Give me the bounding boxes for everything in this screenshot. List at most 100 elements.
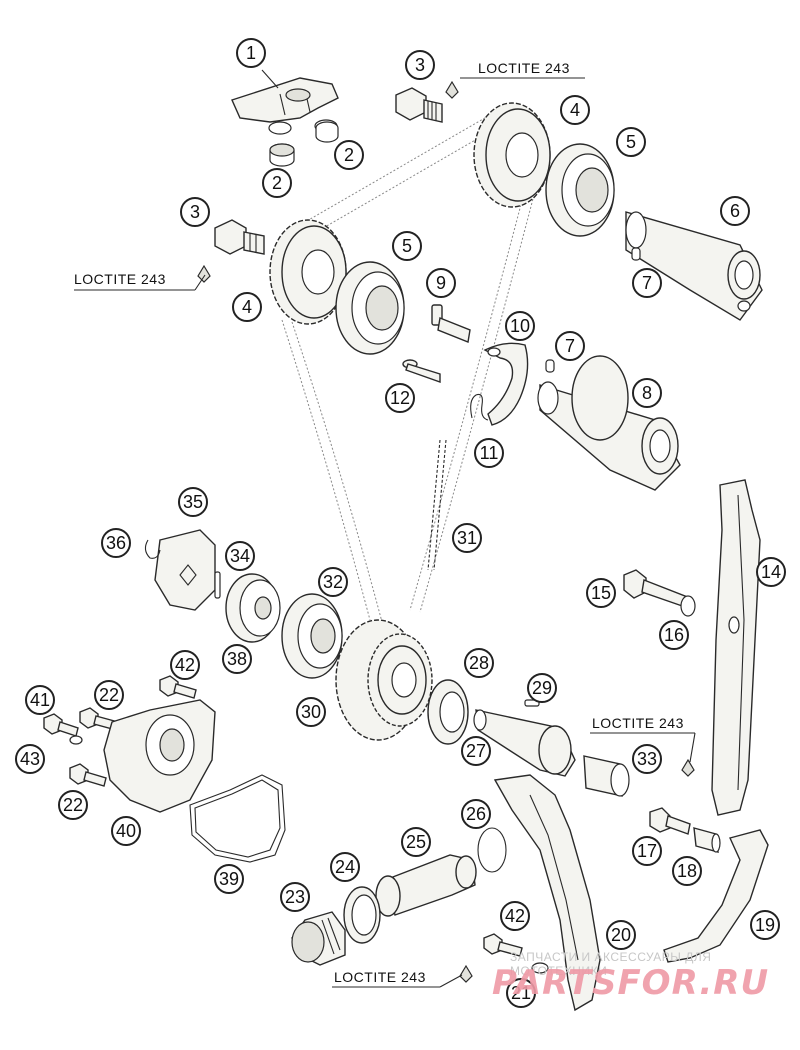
callout-1: 1: [236, 38, 266, 68]
part-25-plug: [375, 854, 477, 917]
part-22-screw-lower: [69, 763, 107, 787]
part-41-screw: [43, 713, 79, 737]
part-24-seal-ring: [343, 886, 381, 944]
callout-41: 41: [25, 685, 55, 715]
part-2-caps: [269, 121, 339, 167]
callout-26: 26: [461, 799, 491, 829]
part-3-bolt-lower: [197, 219, 265, 283]
part-27-shaft: [473, 709, 576, 777]
callout-4: 4: [560, 95, 590, 125]
part-43-washer: [69, 735, 83, 745]
part-16-washer: [680, 595, 696, 617]
callout-30: 30: [296, 697, 326, 727]
callout-23: 23: [280, 882, 310, 912]
part-20-tensioner-guide: [493, 774, 601, 1012]
part-33-needle-bearing: [583, 755, 630, 797]
callout-39: 39: [214, 864, 244, 894]
callout-5: 5: [392, 231, 422, 261]
callout-2: 2: [334, 140, 364, 170]
callout-34: 34: [225, 541, 255, 571]
callout-7: 7: [632, 268, 662, 298]
part-40-pump-cover: [103, 699, 216, 813]
part-1-upper-guide: [231, 69, 339, 135]
part-28-washer: [427, 679, 469, 745]
part-15-bolt: [623, 569, 691, 609]
part-36-circlip: [144, 539, 161, 559]
callout-10: 10: [505, 311, 535, 341]
part-14-guide-rail: [711, 479, 761, 816]
callout-31: 31: [452, 523, 482, 553]
part-21-loctite-drop: [459, 964, 473, 983]
part-8-camshaft-intake: [537, 355, 681, 491]
loctite-label-3: LOCTITE 243: [592, 715, 684, 731]
part-34-pin: [214, 571, 221, 599]
part-38-spacer: [225, 573, 281, 643]
callout-8: 8: [632, 378, 662, 408]
callout-32: 32: [318, 567, 348, 597]
part-17-bolt: [649, 758, 695, 835]
part-39-gasket: [189, 774, 286, 863]
callout-6: 6: [720, 196, 750, 226]
watermark-logo: PARTSFOR.RU: [492, 963, 770, 1003]
part-3-bolt-upper: [395, 80, 459, 123]
part-7-pins: [545, 247, 641, 373]
part-5-bearing-lower: [335, 261, 405, 355]
part-32-bearing: [281, 593, 343, 679]
part-18-sleeve: [693, 827, 721, 853]
callout-21: 21: [506, 978, 536, 1008]
callout-22: 22: [58, 790, 88, 820]
loctite-leaders: [74, 77, 696, 988]
callout-5: 5: [616, 127, 646, 157]
loctite-label-4: LOCTITE 243: [334, 969, 426, 985]
timing-chain: [281, 114, 541, 623]
callout-25: 25: [401, 827, 431, 857]
callout-24: 24: [330, 852, 360, 882]
part-10-lever: [483, 342, 529, 426]
part-42-screw-lower: [483, 933, 523, 957]
part-11-clip: [470, 393, 489, 421]
part-35-impeller: [154, 529, 216, 611]
callout-38: 38: [222, 644, 252, 674]
loctite-label-2: LOCTITE 243: [74, 271, 166, 287]
callout-12: 12: [385, 383, 415, 413]
part-12-screw: [402, 359, 441, 383]
part-4-sprocket-upper: [473, 102, 551, 208]
callout-16: 16: [659, 620, 689, 650]
part-5-bearing-upper: [545, 143, 615, 237]
callout-17: 17: [632, 836, 662, 866]
part-19-guide-lower: [663, 829, 769, 963]
callout-43: 43: [15, 744, 45, 774]
callout-18: 18: [672, 856, 702, 886]
part-4-sprocket-lower: [269, 219, 347, 325]
callout-22: 22: [94, 680, 124, 710]
callout-20: 20: [606, 920, 636, 950]
callout-2: 2: [262, 168, 292, 198]
callout-35: 35: [178, 487, 208, 517]
callout-36: 36: [101, 528, 131, 558]
part-9-pin: [431, 304, 471, 343]
part-42-screw-upper: [159, 675, 197, 699]
part-21-washer: [531, 962, 549, 974]
part-6-camshaft-exhaust: [625, 211, 763, 321]
callout-3: 3: [405, 50, 435, 80]
callout-27: 27: [461, 736, 491, 766]
callout-15: 15: [586, 578, 616, 608]
callout-29: 29: [527, 673, 557, 703]
callout-11: 11: [474, 438, 504, 468]
callout-42: 42: [500, 901, 530, 931]
callout-42: 42: [170, 650, 200, 680]
callout-9: 9: [426, 268, 456, 298]
callout-40: 40: [111, 816, 141, 846]
callout-28: 28: [464, 648, 494, 678]
part-31-chain: [427, 439, 447, 571]
part-23-plug-bolt: [291, 911, 346, 966]
part-26-o-ring: [477, 827, 507, 873]
callout-7: 7: [555, 331, 585, 361]
callout-3: 3: [180, 197, 210, 227]
callout-33: 33: [632, 744, 662, 774]
callout-14: 14: [756, 557, 786, 587]
watermark-tagline: ЗАПЧАСТИ И АКСЕССУАРЫ ДЛЯ МОТОТЕХНИКИ: [510, 950, 712, 978]
callout-19: 19: [750, 910, 780, 940]
